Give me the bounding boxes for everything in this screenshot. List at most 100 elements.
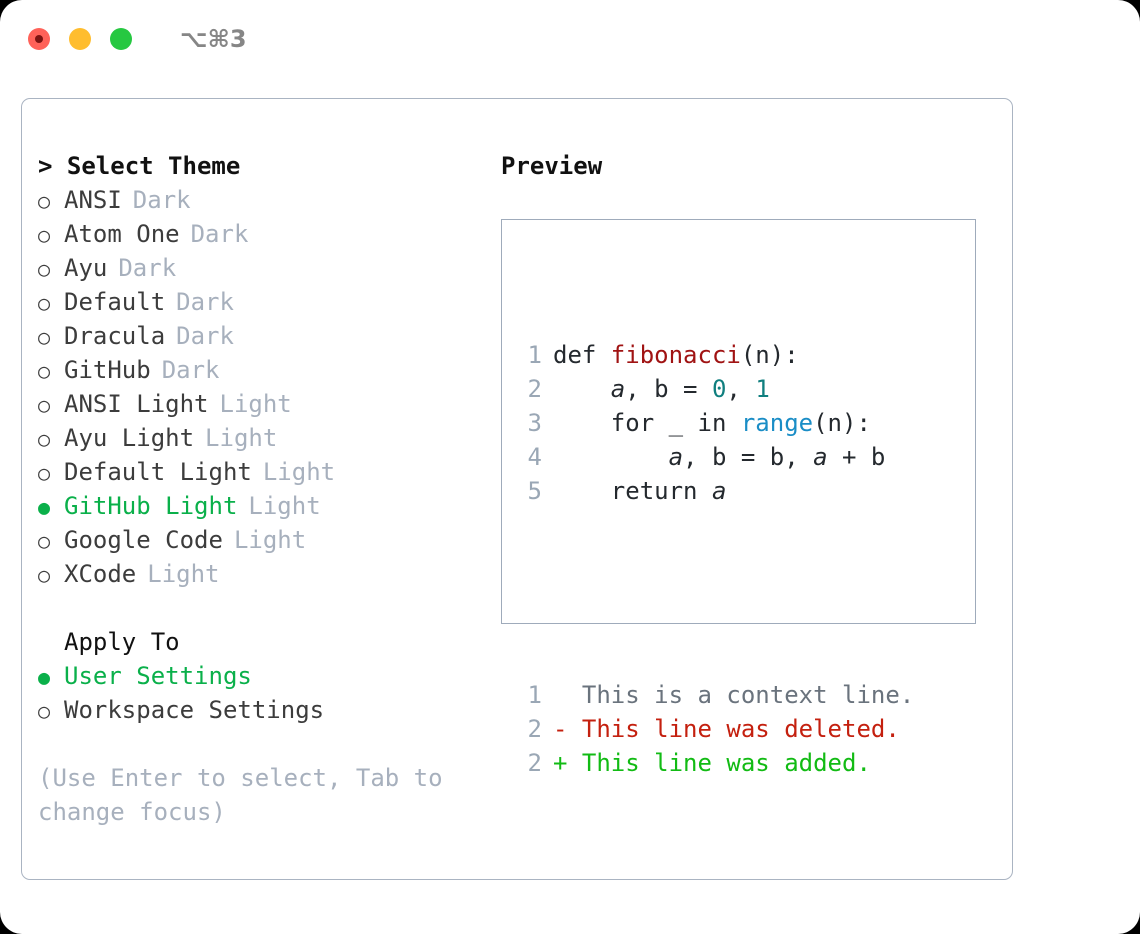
diff-sign: + <box>553 749 568 777</box>
maximize-button[interactable] <box>110 28 132 50</box>
theme-option-tag: Dark <box>132 186 191 214</box>
code-token-plain: , b = b, <box>683 443 814 471</box>
code-token-plain: (n): <box>813 409 871 437</box>
code-line: 4 a, b = b, a + b <box>518 440 914 474</box>
code-token-plain: (n): <box>740 341 799 369</box>
record-dot-icon <box>35 35 43 43</box>
line-number: 3 <box>527 409 542 437</box>
theme-option-github[interactable]: ○ GitHub Dark <box>38 353 490 387</box>
radio-unselected-icon: ○ <box>38 189 51 213</box>
theme-option-ayu-light[interactable]: ○ Ayu Light Light <box>38 421 490 455</box>
theme-option-label: Dracula <box>64 322 166 350</box>
code-line: 5 return a <box>518 474 914 508</box>
apply-to-option-label: User Settings <box>64 662 252 690</box>
code-token-plain: for _ in <box>553 409 741 437</box>
code-token-plain <box>553 375 611 403</box>
list-spacer <box>38 591 490 625</box>
diff-text: This is a context line. <box>567 681 915 709</box>
traffic-light-group <box>28 28 132 50</box>
apply-to-option-workspace-settings[interactable]: ○ Workspace Settings <box>38 693 490 727</box>
code-token-num: 1 <box>755 375 770 403</box>
theme-option-tag: Light <box>233 526 307 554</box>
diff-line-context: 1 This is a context line. <box>518 678 915 712</box>
radio-unselected-icon: ○ <box>38 699 51 723</box>
diff-line-number: 2 <box>527 715 542 743</box>
radio-unselected-icon: ○ <box>38 393 51 417</box>
diff-line-number: 2 <box>527 749 542 777</box>
theme-option-label: Default Light <box>64 458 252 486</box>
theme-option-label: Default <box>64 288 166 316</box>
radio-unselected-icon: ○ <box>38 359 51 383</box>
code-token-var: a <box>668 443 684 471</box>
radio-selected-icon: ● <box>38 495 51 519</box>
theme-option-label: ANSI Light <box>64 390 209 418</box>
theme-option-tag: Light <box>248 492 321 520</box>
theme-option-ayu[interactable]: ○ Ayu Dark <box>38 251 490 285</box>
code-token-plain: , <box>625 375 655 403</box>
diff-sample: 1 This is a context line.2- This line wa… <box>518 678 915 780</box>
code-token-var: a <box>813 443 828 471</box>
theme-option-tag: Dark <box>118 254 177 282</box>
theme-option-label: Ayu Light <box>64 424 195 452</box>
theme-option-label: ANSI <box>64 186 122 214</box>
theme-option-ansi[interactable]: ○ ANSI Dark <box>38 183 490 217</box>
diff-text: This line was deleted. <box>567 715 900 743</box>
window-title: ⌥⌘3 <box>180 25 247 53</box>
radio-unselected-icon: ○ <box>38 461 51 485</box>
theme-option-google-code[interactable]: ○ Google Code Light <box>38 523 490 557</box>
code-token-plain: , <box>726 375 756 403</box>
preview-heading: Preview <box>501 152 603 180</box>
theme-option-label: GitHub Light <box>64 492 238 520</box>
theme-option-label: Ayu <box>64 254 108 282</box>
line-number: 1 <box>527 341 542 369</box>
theme-option-label: XCode <box>64 560 137 588</box>
apply-to-list[interactable]: ●User Settings ○ Workspace Settings <box>38 659 490 727</box>
radio-unselected-icon: ○ <box>38 529 51 553</box>
code-token-num: 0 <box>711 375 727 403</box>
theme-option-ansi-light[interactable]: ○ ANSI Light Light <box>38 387 490 421</box>
code-token-plain <box>553 443 669 471</box>
radio-unselected-icon: ○ <box>38 257 51 281</box>
theme-option-tag: Dark <box>161 356 220 384</box>
theme-option-tag: Light <box>219 390 292 418</box>
line-number: 5 <box>527 477 542 505</box>
radio-unselected-icon: ○ <box>38 563 51 587</box>
theme-option-tag: Light <box>262 458 336 486</box>
code-line: 2 a, b = 0, 1 <box>518 372 914 406</box>
radio-unselected-icon: ○ <box>38 325 51 349</box>
diff-line-added: 2 + This line was added. <box>518 746 914 780</box>
diff-text: This line was added. <box>567 749 871 777</box>
apply-to-option-label: Workspace Settings <box>64 696 325 724</box>
theme-option-default-light[interactable]: ○ Default Light Light <box>38 455 490 489</box>
keyboard-hint: (Use Enter to select, Tab to change focu… <box>38 764 443 826</box>
theme-option-label: Google Code <box>64 526 223 554</box>
theme-option-tag: Light <box>205 424 278 452</box>
close-button[interactable] <box>28 28 50 50</box>
minimize-button[interactable] <box>69 28 91 50</box>
line-number: 2 <box>527 375 542 403</box>
code-token-plain: def <box>553 341 611 369</box>
apply-to-option-user-settings[interactable]: ●User Settings <box>38 659 490 693</box>
theme-option-label: Atom One <box>64 220 180 248</box>
code-token-plain: b <box>654 375 669 403</box>
code-token-plain: = <box>668 375 712 403</box>
select-theme-heading: > Select Theme <box>38 152 241 180</box>
code-line: 3 for _ in range(n): <box>518 406 914 440</box>
theme-option-tag: Dark <box>176 288 234 316</box>
theme-option-github-light[interactable]: ● GitHub Light Light <box>38 489 490 523</box>
theme-option-tag: Dark <box>190 220 249 248</box>
code-token-builtin: range <box>740 409 814 437</box>
radio-unselected-icon: ○ <box>38 427 51 451</box>
theme-option-label: GitHub <box>64 356 151 384</box>
